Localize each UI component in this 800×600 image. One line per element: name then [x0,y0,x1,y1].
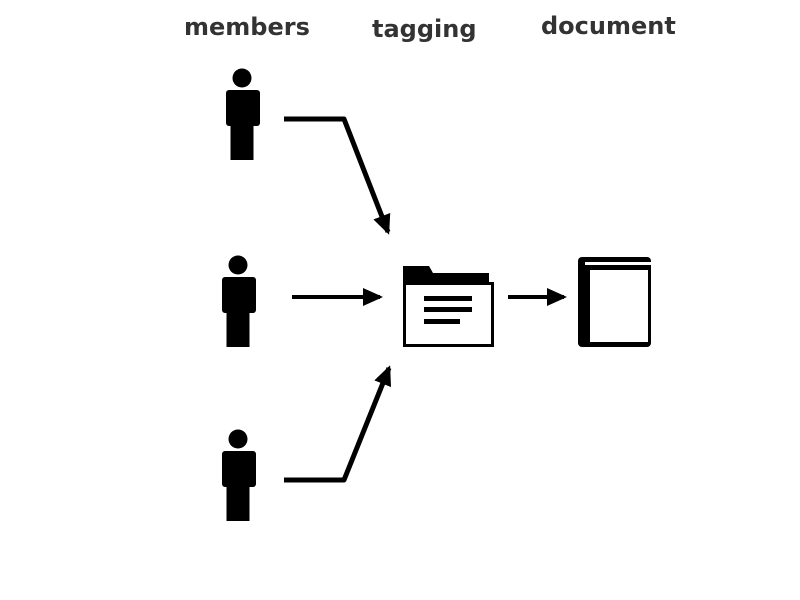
arrow-member3-to-tagging [284,365,392,483]
person-icon [222,255,256,347]
members-label: members [184,13,310,41]
person-icon [222,429,256,521]
person-icon [226,68,260,160]
book-icon [578,257,651,347]
arrow-member1-to-tagging [284,116,391,235]
folder-icon [403,266,494,347]
tagging-label: tagging [372,15,477,43]
document-label: document [541,12,676,40]
